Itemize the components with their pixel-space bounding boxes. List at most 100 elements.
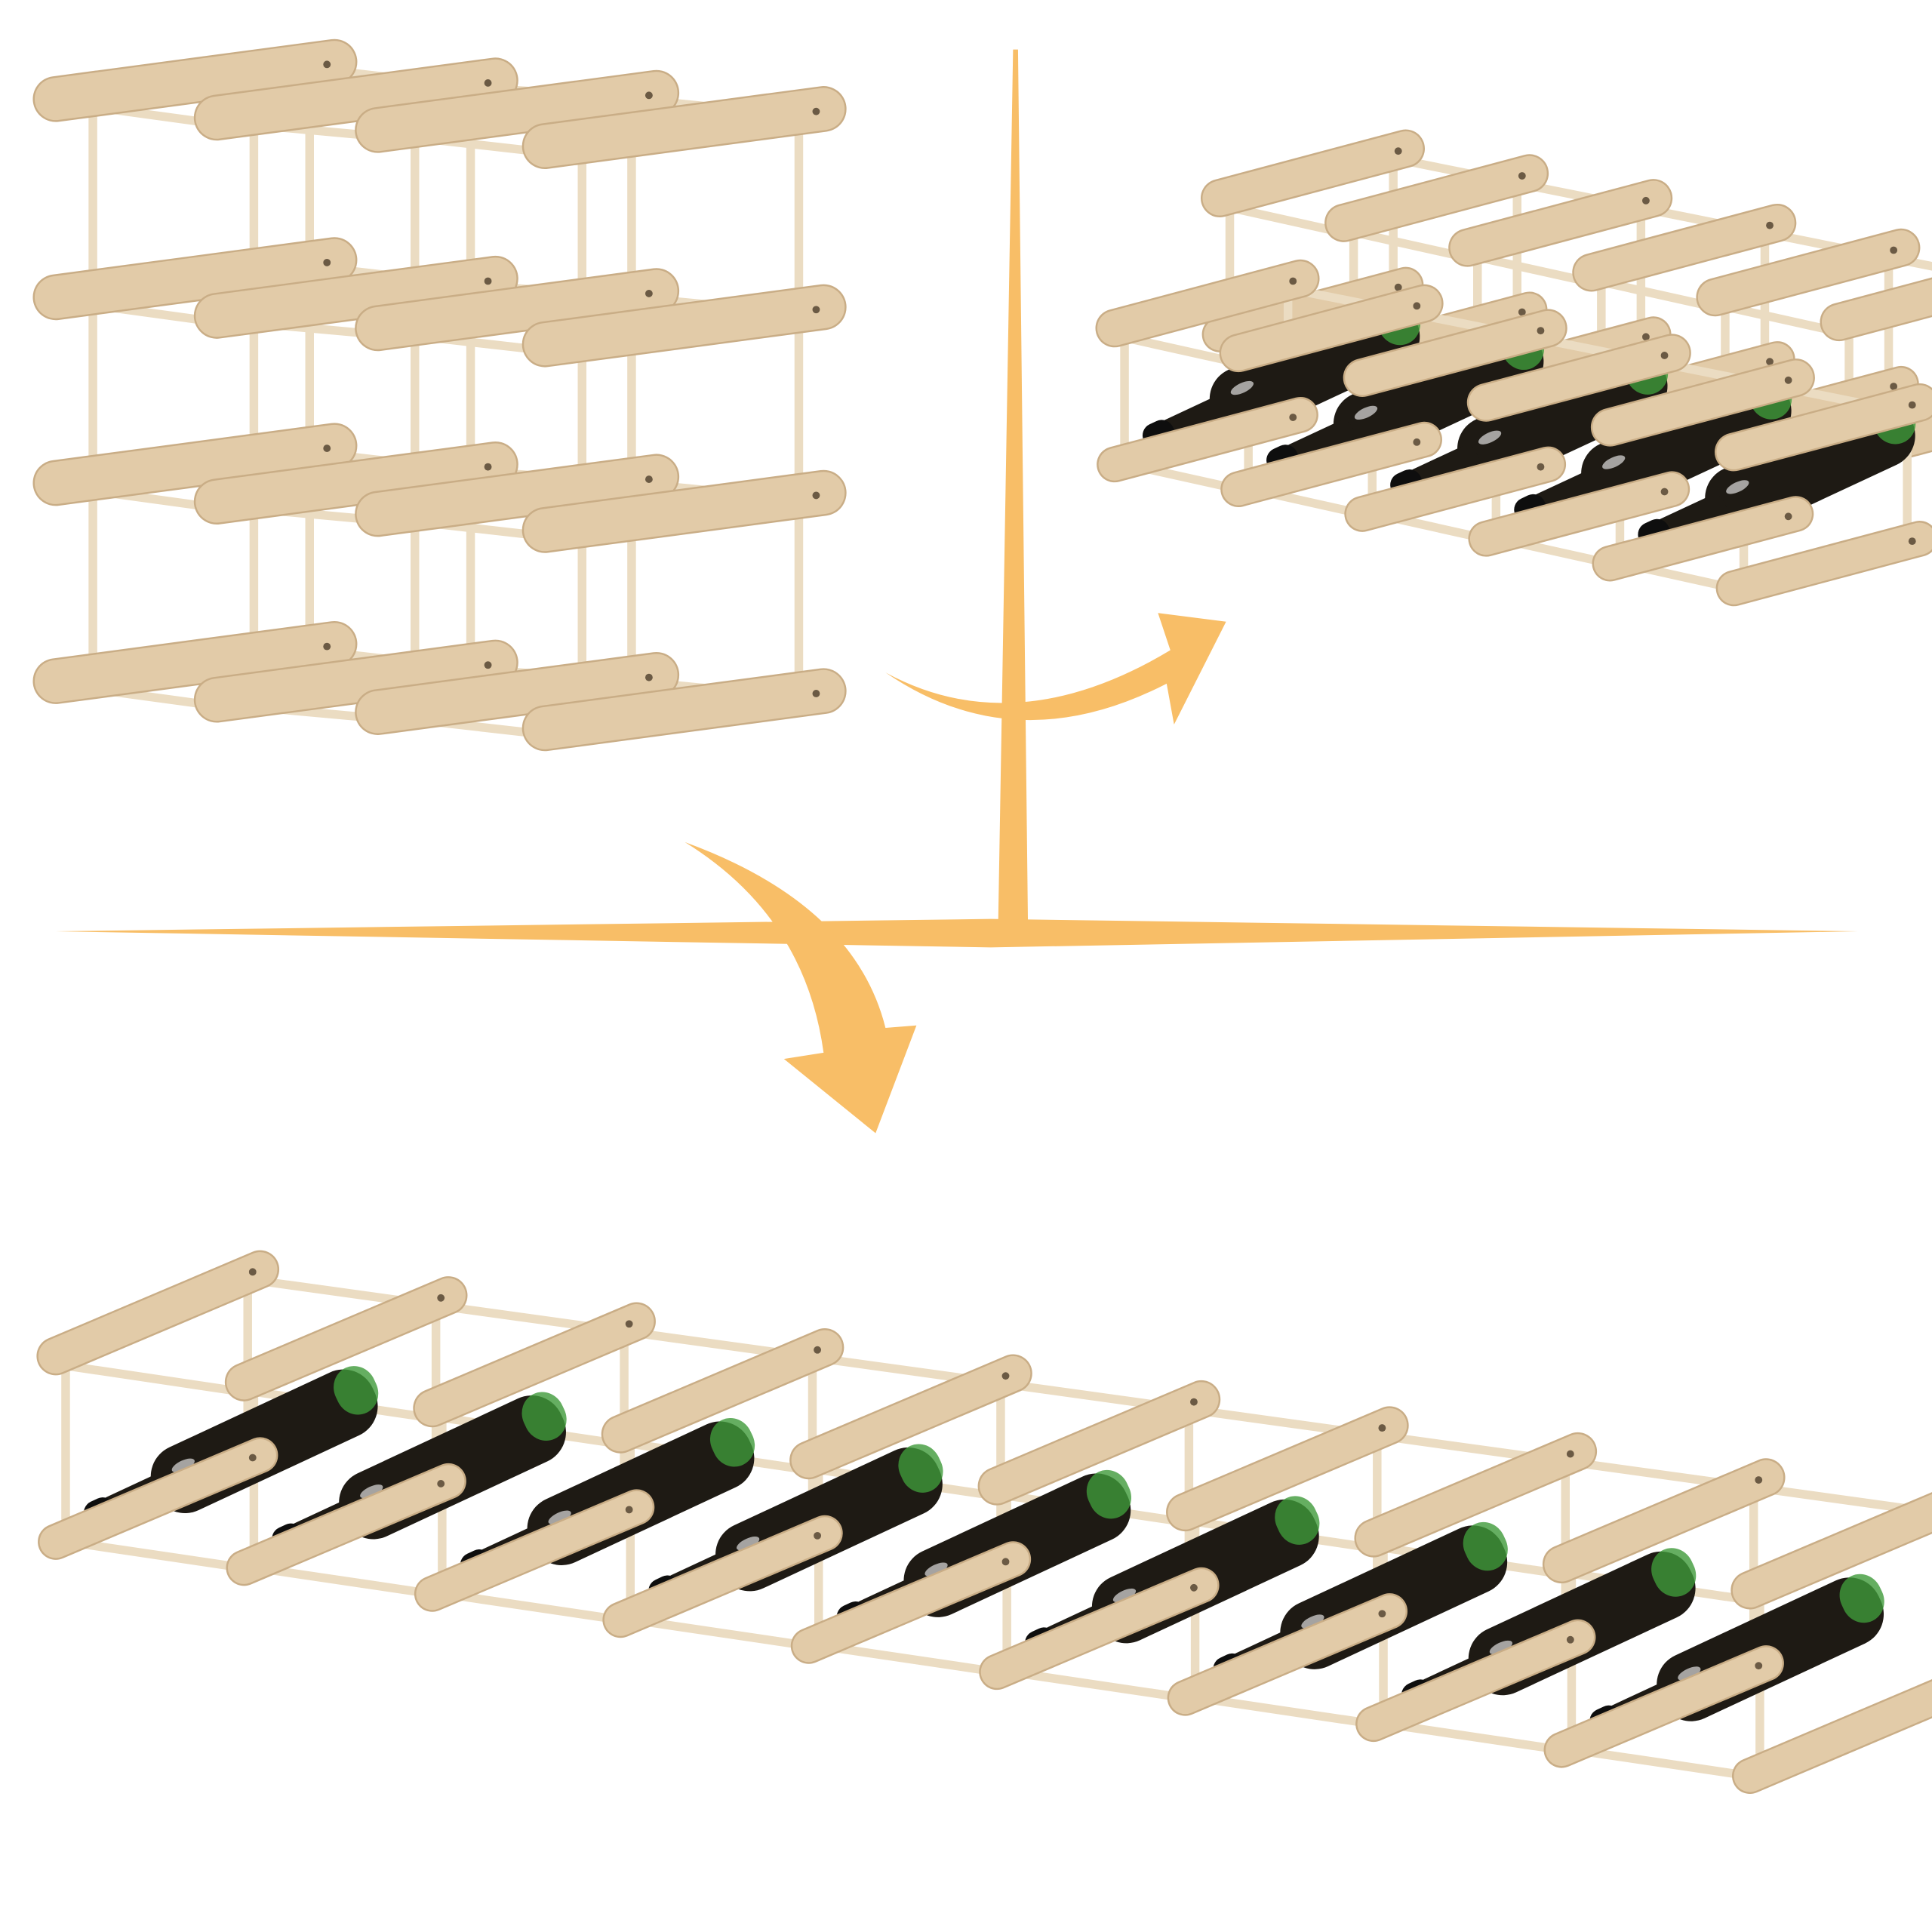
- log-end-hole: [1001, 1558, 1010, 1566]
- log-end-hole: [1566, 1450, 1574, 1458]
- wine-rack-long-with-bottles: [36, 1250, 1932, 1795]
- wood-log: [195, 443, 517, 523]
- wood-log: [1202, 131, 1423, 216]
- bottle-highlight: [1678, 1666, 1701, 1681]
- wood-log: [38, 1252, 278, 1374]
- wood-log: [603, 1330, 842, 1452]
- log-end-hole: [437, 1480, 445, 1487]
- wood-log: [1734, 1681, 1932, 1792]
- bottle-highlight: [548, 1510, 571, 1524]
- bottle-highlight: [1478, 430, 1502, 445]
- log-end-hole: [1001, 1372, 1010, 1380]
- log-end-hole: [1755, 1476, 1763, 1484]
- wood-log: [791, 1355, 1031, 1478]
- log-end-hole: [1378, 1424, 1386, 1432]
- wood-log: [792, 1543, 1029, 1663]
- log-end-hole: [814, 1346, 821, 1354]
- bottle-highlight: [1489, 1640, 1512, 1655]
- wood-log: [524, 669, 845, 749]
- wood-dowel: [1122, 334, 1243, 368]
- wood-log: [34, 623, 355, 703]
- bottle-base-glass: [1086, 1469, 1131, 1519]
- log-end-hole: [1660, 488, 1669, 496]
- wood-log: [524, 88, 845, 168]
- log-end-hole: [1766, 358, 1774, 366]
- wood-dowel: [1475, 253, 1596, 287]
- wood-log: [1346, 448, 1564, 531]
- log-end-hole: [1518, 172, 1526, 180]
- log-end-hole: [484, 661, 492, 669]
- log-end-hole: [1413, 438, 1421, 446]
- wood-dowel: [251, 1563, 437, 1598]
- wood-log: [1821, 279, 1932, 340]
- wood-log: [34, 41, 355, 121]
- wood-log: [1169, 1595, 1406, 1715]
- log-end-hole: [323, 642, 331, 651]
- wood-log: [1221, 286, 1442, 371]
- wood-dowel: [1723, 303, 1844, 337]
- wood-log: [1222, 423, 1441, 506]
- log-end-hole: [645, 290, 653, 297]
- log-end-hole: [812, 306, 820, 314]
- bottle-base-glass: [898, 1444, 943, 1493]
- wood-log: [226, 1278, 466, 1400]
- wood-log: [524, 472, 845, 552]
- bottle-highlight: [924, 1562, 948, 1577]
- log-end-hole: [1190, 1398, 1198, 1406]
- wood-log: [604, 1517, 841, 1636]
- wood-log: [1097, 261, 1318, 346]
- bottle-highlight: [1354, 405, 1378, 420]
- log-end-hole: [1537, 463, 1545, 471]
- log-end-hole: [1566, 1635, 1574, 1644]
- wood-log: [1098, 398, 1317, 481]
- wood-log: [414, 1304, 654, 1426]
- bottle-highlight: [1602, 455, 1626, 469]
- log-end-hole: [484, 463, 492, 471]
- log-end-hole: [1642, 196, 1650, 205]
- bottle-highlight: [1301, 1614, 1324, 1629]
- bottle-base-glass: [334, 1366, 379, 1415]
- wood-log: [34, 238, 355, 318]
- log-end-hole: [1289, 414, 1297, 421]
- arrow-to-bottom-icon: [685, 841, 917, 1134]
- wood-log: [1345, 310, 1566, 395]
- horizontal-divider-line: [55, 918, 1858, 948]
- vertical-divider-line: [998, 49, 1029, 923]
- wine-rack-tall-empty: [32, 38, 847, 752]
- wood-log: [1697, 230, 1918, 315]
- wood-log: [1574, 205, 1795, 290]
- wood-log: [1718, 522, 1932, 605]
- log-end-hole: [484, 277, 492, 285]
- log-end-hole: [1766, 221, 1774, 229]
- bottle-base-glass: [709, 1417, 755, 1467]
- log-end-hole: [1289, 277, 1297, 285]
- log-end-hole: [1413, 302, 1421, 310]
- wood-log: [39, 1438, 276, 1558]
- log-end-hole: [1908, 401, 1916, 409]
- wine-rack-two-tier-with-bottles: [1095, 129, 1932, 607]
- log-end-hole: [1755, 1662, 1763, 1670]
- wood-dowel: [440, 1589, 625, 1625]
- bottle-base-glass: [1463, 1521, 1508, 1571]
- bottle-highlight: [1230, 380, 1254, 395]
- wood-log: [34, 424, 355, 504]
- wood-log: [356, 654, 678, 734]
- wood-dowel: [817, 1641, 1001, 1677]
- wood-dowel: [1228, 203, 1349, 238]
- log-end-hole: [645, 673, 653, 681]
- log-end-hole: [1394, 147, 1402, 155]
- wood-dowel: [1381, 1719, 1567, 1755]
- wood-log: [195, 257, 517, 337]
- wood-log: [227, 1465, 465, 1584]
- log-end-hole: [323, 258, 331, 266]
- log-end-hole: [625, 1320, 633, 1328]
- log-end-hole: [1660, 352, 1669, 359]
- wood-log: [195, 641, 517, 721]
- wood-log: [1594, 497, 1812, 580]
- wood-log: [1732, 1494, 1932, 1608]
- log-end-hole: [812, 690, 820, 697]
- wood-log: [1546, 1647, 1783, 1767]
- log-end-hole: [812, 107, 820, 115]
- wood-log: [980, 1382, 1219, 1504]
